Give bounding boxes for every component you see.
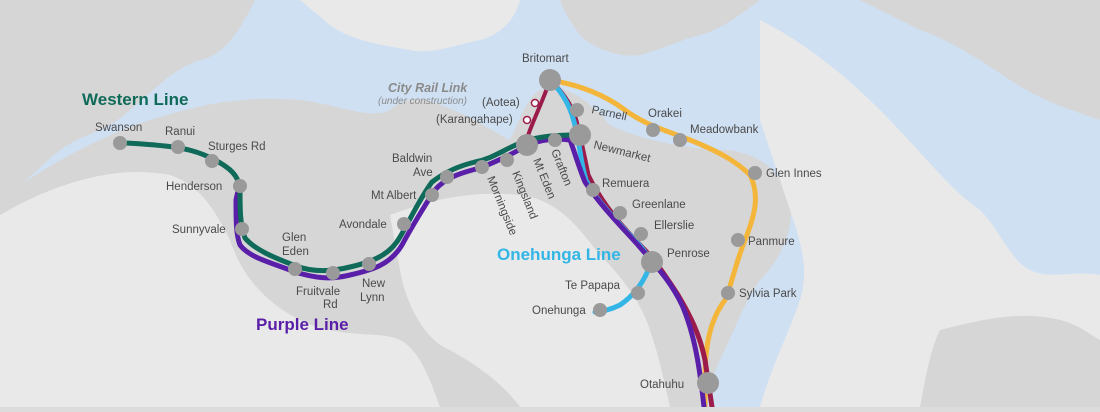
station-mt-eden[interactable] [516,134,538,156]
label-onehunga: Onehunga [532,305,586,317]
station-remuera[interactable] [586,183,600,197]
station-aotea[interactable] [530,98,540,108]
label-remuera: Remuera [602,178,650,190]
label-ranui: Ranui [165,126,195,138]
station-meadowbank[interactable] [673,133,687,147]
landmass-south-east [920,315,1100,407]
station-kingsland[interactable] [500,153,514,167]
station-parnell[interactable] [570,103,584,117]
station-henderson[interactable] [233,179,247,193]
label-swanson: Swanson [95,122,142,134]
label-avondale: Avondale [339,219,387,231]
crl-title: City Rail Link [388,81,468,95]
station-ranui[interactable] [171,140,185,154]
crl-subtitle: (under construction) [378,96,467,107]
label-orakei: Orakei [648,108,682,120]
label-sunnyvale: Sunnyvale [172,224,226,236]
station-grafton[interactable] [548,133,562,147]
station-ellerslie[interactable] [634,227,648,241]
label-penrose: Penrose [667,248,710,260]
station-sturges-rd[interactable] [205,154,219,168]
landmass-west [0,0,255,200]
station-new-lynn[interactable] [362,257,376,271]
station-penrose[interactable] [641,251,663,273]
station-mt-albert[interactable] [425,188,439,202]
station-greenlane[interactable] [613,206,627,220]
station-karangahape[interactable] [522,115,532,125]
station-newmarket[interactable] [569,124,591,146]
station-britomart[interactable] [539,69,561,91]
label-glen-innes: Glen Innes [766,168,822,180]
station-baldwin-ave[interactable] [440,170,454,184]
label-britomart: Britomart [522,53,569,65]
western-line-label: Western Line [82,90,188,109]
label-meadowbank: Meadowbank [690,124,759,136]
label-baldwin-ave-2: Ave [413,167,433,179]
station-otahuhu[interactable] [697,372,719,394]
label-te-papapa: Te Papapa [565,280,621,292]
label-fruitvale-rd-2: Rd [323,299,338,311]
station-avondale[interactable] [397,217,411,231]
label-new-lynn-2: Lynn [360,292,385,304]
purple-line-track [233,136,707,410]
label-otahuhu: Otahuhu [640,379,684,391]
label-sylvia-park: Sylvia Park [739,288,797,300]
landmass-north-shore [300,0,520,52]
label-karangahape: (Karangahape) [436,114,513,126]
label-sturges-rd: Sturges Rd [208,141,266,153]
station-panmure[interactable] [731,233,745,247]
label-greenlane: Greenlane [632,199,686,211]
label-fruitvale-rd-1: Fruitvale [296,286,340,298]
station-sylvia-park[interactable] [721,286,735,300]
station-swanson[interactable] [113,136,127,150]
label-panmure: Panmure [748,236,795,248]
label-glen-eden-2: Eden [282,246,309,258]
station-sunnyvale[interactable] [235,222,249,236]
label-aotea: (Aotea) [482,97,520,109]
landmass-devonport [560,0,760,56]
station-morningside[interactable] [475,160,489,174]
onehunga-line-label: Onehunga Line [497,245,621,264]
station-onehunga[interactable] [593,303,607,317]
landmass-waitakere [0,171,440,407]
label-henderson: Henderson [166,181,222,193]
station-fruitvale-rd[interactable] [326,266,340,280]
station-glen-eden[interactable] [288,262,302,276]
station-te-papapa[interactable] [631,286,645,300]
label-new-lynn-1: New [362,278,386,290]
landmass-east-peninsula [760,20,1100,407]
landmass-far-east [860,0,1100,120]
purple-line-label: Purple Line [256,315,349,334]
label-mt-albert: Mt Albert [371,190,417,202]
station-orakei[interactable] [646,123,660,137]
label-glen-eden-1: Glen [282,232,306,244]
station-glen-innes[interactable] [748,166,762,180]
landmass-isthmus [390,193,670,407]
label-baldwin-ave-1: Baldwin [392,153,432,165]
label-ellerslie: Ellerslie [654,220,694,232]
